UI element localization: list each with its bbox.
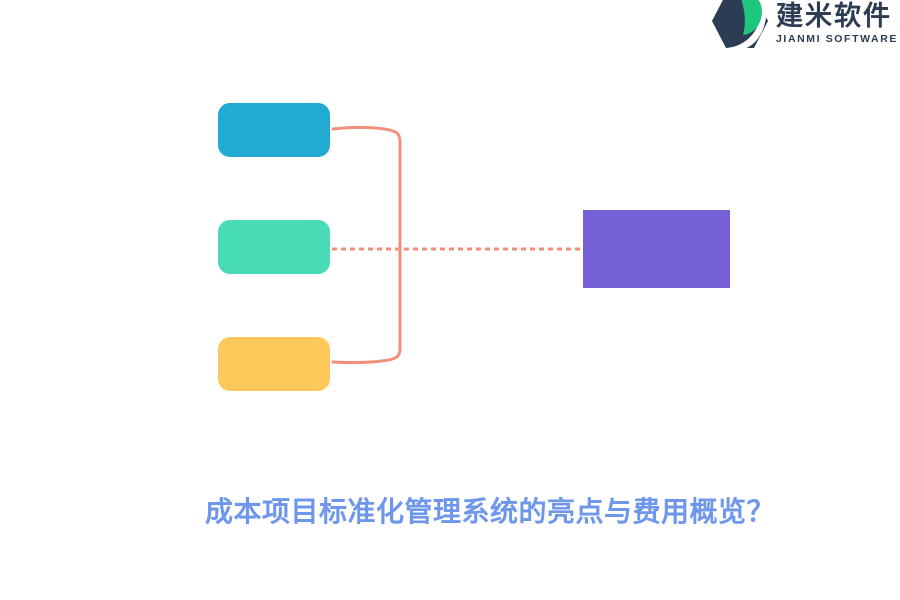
diagram-node-branch-bottom [218, 337, 330, 391]
diagram-node-branch-middle [218, 220, 330, 274]
logo-subtitle: JIANMI SOFTWARE [775, 33, 898, 46]
logo-text-block: 建米软件 JIANMI SOFTWARE [775, 0, 898, 46]
logo-leaf-shape [741, 0, 762, 35]
brand-logo: 建米软件 JIANMI SOFTWARE [710, 0, 898, 51]
diagram-node-branch-top [218, 103, 330, 157]
bracket-connector-line [331, 125, 402, 365]
page-title: 成本项目标准化管理系统的亮点与费用概览？ [205, 496, 776, 527]
diagram-node-root [583, 210, 730, 288]
logo-title: 建米软件 [775, 1, 892, 31]
logo-swoosh-shape [725, 0, 767, 51]
hexagon-leaf-logo-icon [711, 0, 768, 51]
